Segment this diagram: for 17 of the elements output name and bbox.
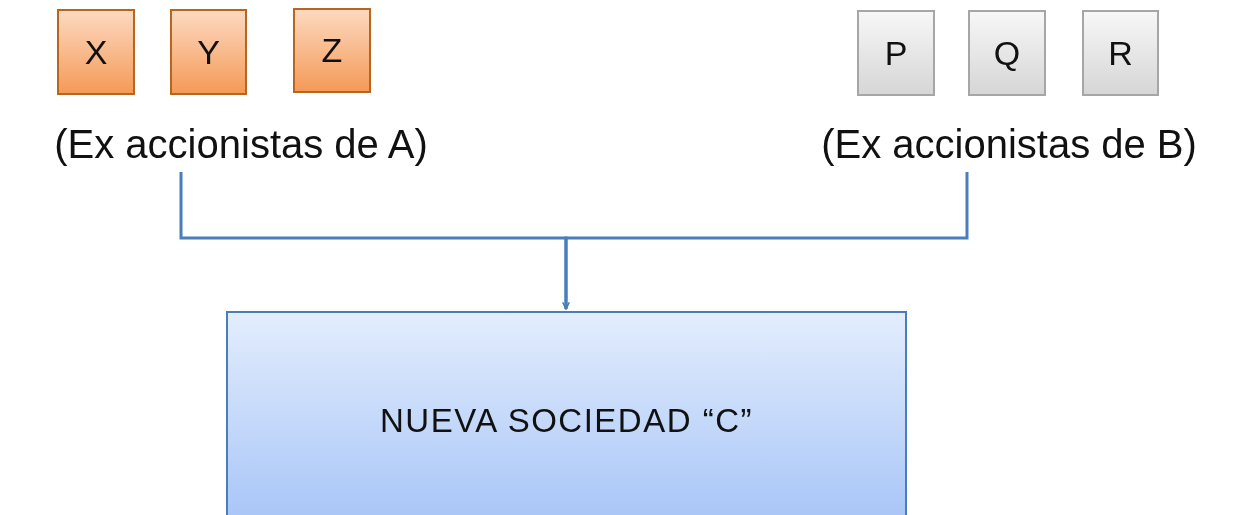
box-label: Z [321,31,343,70]
letter-box [968,10,1046,96]
process-box [226,311,907,515]
box-label: NUEVA SOCIEDAD “C” [380,402,753,440]
letter-box [170,9,247,95]
caption-text: (Ex accionistas de A) [6,118,476,170]
box-label: Q [993,33,1021,73]
box-label: P [884,33,908,73]
box-label: Y [197,32,220,72]
letter-box [57,9,135,95]
connector-arrow [562,172,969,310]
box-label: X [84,32,108,72]
letter-box [1082,10,1159,96]
letter-box [857,10,935,96]
box-label: R [1108,33,1133,73]
caption-text: (Ex accionistas de B) [780,118,1238,170]
letter-box [293,8,371,93]
